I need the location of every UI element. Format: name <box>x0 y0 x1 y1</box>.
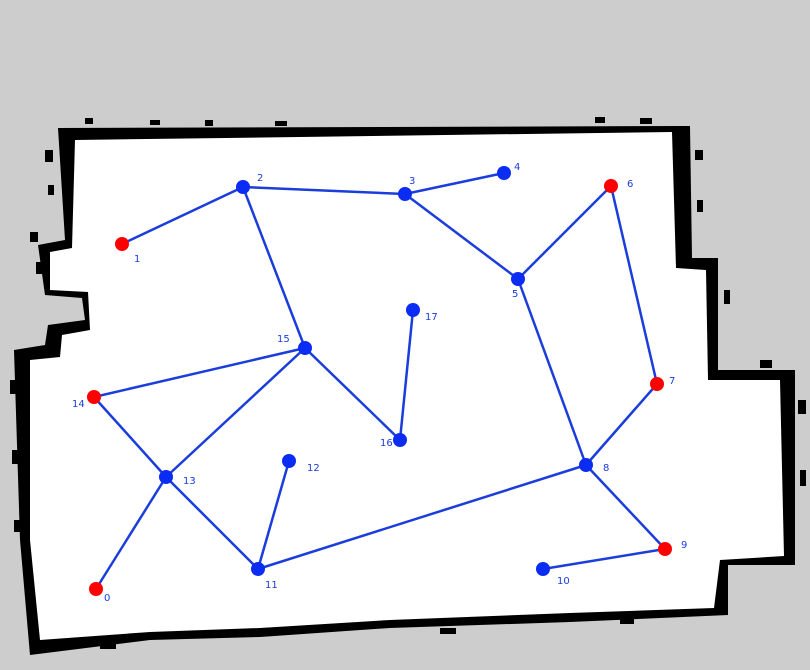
edge-11-12 <box>256 460 291 570</box>
node-1[interactable] <box>115 237 129 251</box>
node-15[interactable] <box>298 341 312 355</box>
node-4[interactable] <box>497 166 511 180</box>
node-label-2: 2 <box>257 173 263 184</box>
node-label-5: 5 <box>512 289 518 300</box>
node-label-10: 10 <box>557 576 570 587</box>
node-label-12: 12 <box>307 463 320 474</box>
node-3[interactable] <box>398 187 412 201</box>
node-label-11: 11 <box>265 580 278 591</box>
edge-7-8 <box>585 383 658 466</box>
node-layer <box>87 166 672 596</box>
node-5[interactable] <box>511 272 525 286</box>
edge-layer <box>93 171 666 590</box>
node-label-13: 13 <box>183 476 196 487</box>
node-13[interactable] <box>159 470 173 484</box>
edge-8-9 <box>585 464 666 550</box>
node-16[interactable] <box>393 433 407 447</box>
node-0[interactable] <box>89 582 103 596</box>
node-label-1: 1 <box>134 254 140 265</box>
edge-1-2 <box>121 185 244 246</box>
node-2[interactable] <box>236 180 250 194</box>
edge-5-6 <box>517 185 612 280</box>
edge-16-17 <box>398 309 415 441</box>
edge-13-11 <box>165 476 259 570</box>
edge-8-11 <box>257 463 587 571</box>
edge-13-0 <box>94 476 168 590</box>
edge-2-3 <box>242 185 406 196</box>
node-7[interactable] <box>650 377 664 391</box>
edge-14-13 <box>93 396 167 478</box>
node-label-0: 0 <box>104 593 110 604</box>
node-label-7: 7 <box>669 376 675 387</box>
node-12[interactable] <box>282 454 296 468</box>
node-label-6: 6 <box>627 179 633 190</box>
node-label-9: 9 <box>681 540 687 551</box>
node-label-4: 4 <box>514 162 520 173</box>
edge-2-15 <box>241 186 307 349</box>
node-6[interactable] <box>604 179 618 193</box>
node-8[interactable] <box>579 458 593 472</box>
free-space <box>30 132 784 640</box>
edge-15-16 <box>304 347 401 441</box>
node-11[interactable] <box>251 562 265 576</box>
edge-15-14 <box>93 346 306 399</box>
node-label-3: 3 <box>409 176 415 187</box>
node-label-8: 8 <box>603 463 609 474</box>
edge-3-5 <box>404 193 519 280</box>
node-17[interactable] <box>406 303 420 317</box>
edge-9-10 <box>542 547 666 571</box>
node-10[interactable] <box>536 562 550 576</box>
wall-speckles <box>10 117 806 649</box>
node-label-17: 17 <box>425 312 438 323</box>
node-9[interactable] <box>658 542 672 556</box>
edge-6-7 <box>609 185 659 385</box>
edge-3-4 <box>404 171 505 196</box>
edge-5-8 <box>516 278 588 466</box>
edge-15-13 <box>165 347 306 478</box>
node-label-14: 14 <box>72 399 85 410</box>
node-14[interactable] <box>87 390 101 404</box>
node-label-16: 16 <box>380 438 393 449</box>
node-label-15: 15 <box>277 334 290 345</box>
